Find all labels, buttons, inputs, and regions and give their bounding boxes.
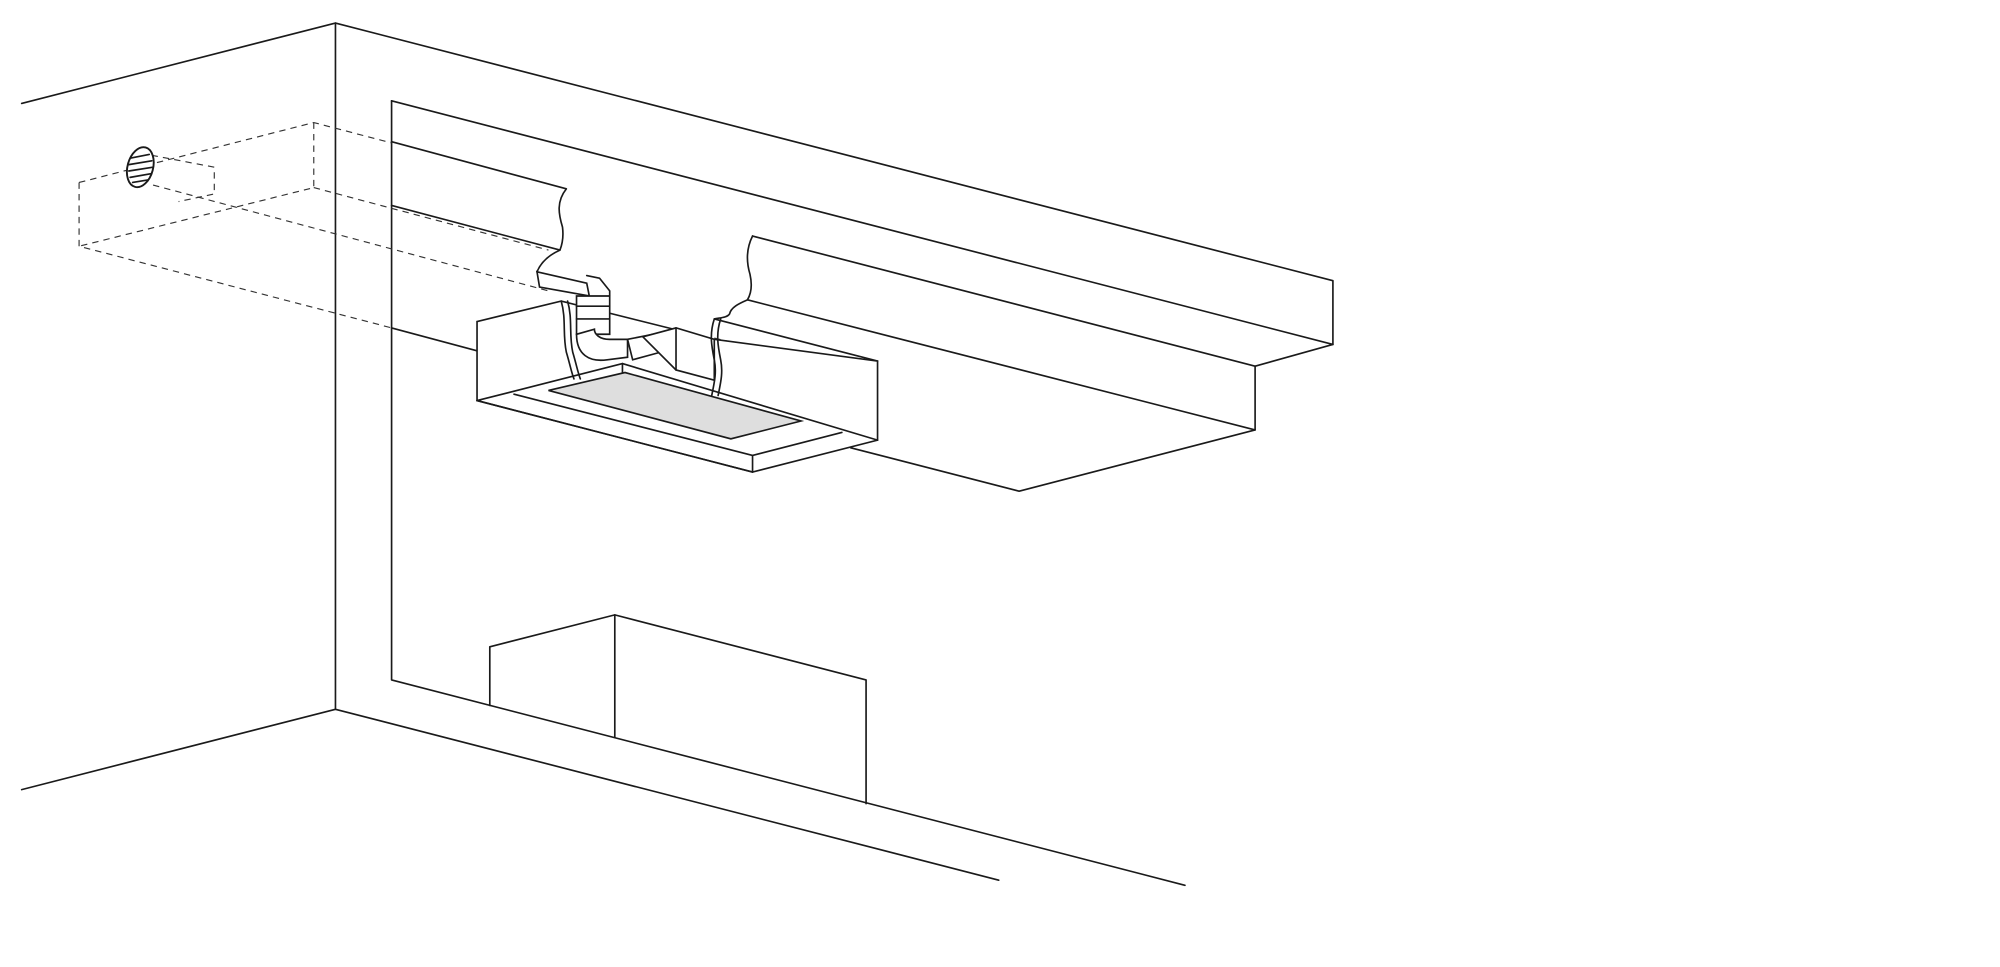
vent-grille-icon <box>125 146 155 189</box>
floor-box <box>488 614 867 805</box>
ceiling-beam-left <box>390 140 568 352</box>
ceiling-beam-right <box>713 235 1256 431</box>
inner-wall <box>390 100 1334 887</box>
unit-grille-panel <box>548 371 805 440</box>
drain-pipe-icon <box>535 270 723 397</box>
room-outer-walls <box>20 22 1334 882</box>
ceiling-unit-icon <box>476 300 879 473</box>
